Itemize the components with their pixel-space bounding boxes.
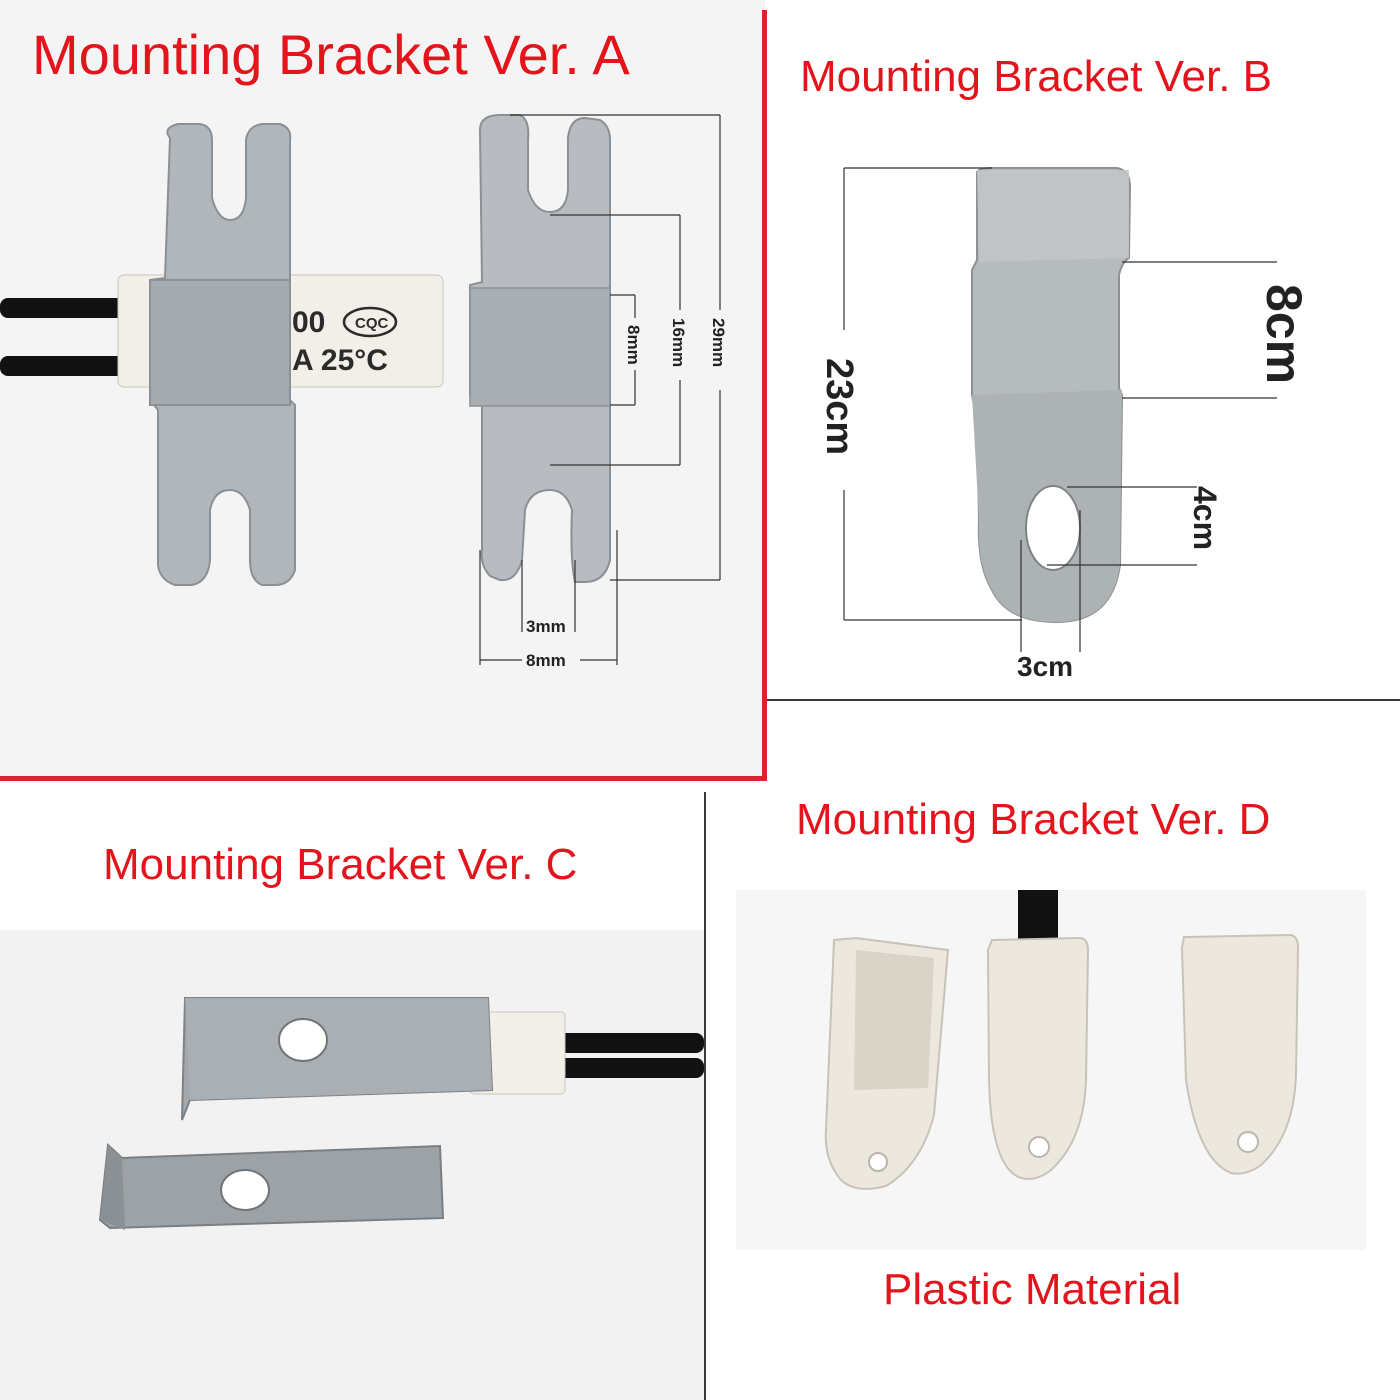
cqc-logo [342,306,398,338]
panel-d-illustration [736,890,1366,1250]
cqc-logo-text: CQC [355,315,389,332]
panel-a-frame-bottom [0,776,767,781]
plastic-holder-with-sensor-hole [1028,1136,1050,1158]
panel-version-b: Mounting Bracket Ver. B 23cm 8cm 4cm 3cm [767,0,1400,700]
panel-c-illustration [0,930,704,1400]
panel-version-a: Mounting Bracket Ver. A 00 CQC A 25°C [0,0,765,780]
plastic-holder-closed-hole [1237,1131,1259,1153]
divider-horizontal-top-right [767,699,1400,701]
panel-a-illustration: 00 CQC A 25°C [0,114,728,670]
dim-a-slot-span: 16mm [669,318,688,367]
sensor-cable [555,1033,704,1078]
panel-b-title: Mounting Bracket Ver. B [800,52,1273,101]
dim-b-hole-width: 3cm [1017,651,1073,682]
part-marking-line-1: 00 [292,306,325,339]
dim-b-length: 23cm [818,358,860,455]
dim-a-slot-width: 3mm [526,617,566,636]
panel-version-d: Mounting Bracket Ver. D Plastic Material [706,790,1400,1400]
plastic-holder-open-hole [868,1152,888,1172]
panel-version-c: Mounting Bracket Ver. C [0,790,704,1400]
panel-b-illustration: 23cm 8cm 4cm 3cm [818,167,1312,682]
plastic-holder-with-sensor [986,936,1090,1180]
bracket-b-hole [1025,485,1081,571]
dimension-lines-b [843,167,1277,652]
panel-d-caption: Plastic Material [883,1265,1182,1314]
bracket-c-lower [98,1142,445,1230]
bracket-c-lower-hole [220,1169,270,1211]
sensor-cable [0,298,140,376]
dim-a-band: 8mm [624,325,643,365]
bracket-c-upper-hole [278,1018,328,1062]
panel-a-title: Mounting Bracket Ver. A [32,23,630,86]
divider-vertical-bottom [704,792,706,1400]
part-marking-line-2: A 25°C [292,344,388,377]
dim-b-band: 8cm [1256,284,1312,384]
dim-a-length: 29mm [709,318,728,367]
dim-a-tab-width: 8mm [526,651,566,670]
panel-d-title: Mounting Bracket Ver. D [796,795,1271,844]
panel-c-title: Mounting Bracket Ver. C [103,840,578,889]
dim-b-hole-height: 4cm [1187,486,1223,550]
plastic-holder-closed [1180,933,1300,1175]
panel-a-frame-right [762,10,767,780]
dimension-lines-a [479,114,721,665]
sensor-cable [1018,890,1058,942]
